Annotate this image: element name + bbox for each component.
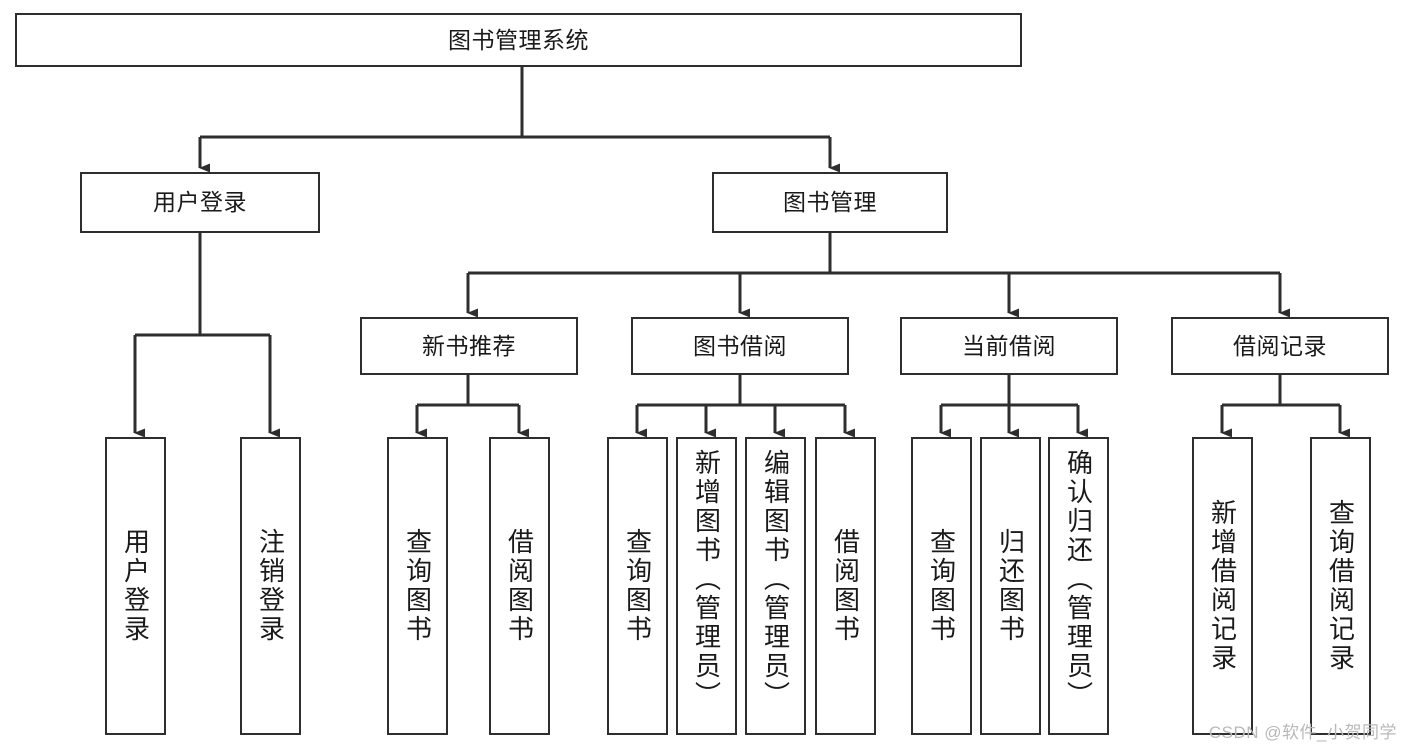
node-borrow-record[interactable]: 借阅记录 (1171, 317, 1389, 375)
leaf-confirm-return-admin[interactable]: 确认归还（管理员） (1048, 437, 1109, 735)
node-book-management[interactable]: 图书管理 (712, 172, 948, 233)
node-label: 图书管理 (783, 189, 877, 216)
leaf-query-book-borrow[interactable]: 查询图书 (607, 437, 668, 735)
leaf-return-book[interactable]: 归还图书 (980, 437, 1041, 735)
watermark-text: CSDN @软件_小贺同学 (1208, 723, 1397, 742)
node-label: 新增借阅记录 (1207, 499, 1238, 673)
leaf-logout[interactable]: 注销登录 (240, 437, 301, 735)
leaf-query-book-current[interactable]: 查询图书 (911, 437, 972, 735)
node-root-system[interactable]: 图书管理系统 (15, 13, 1022, 67)
node-book-borrow[interactable]: 图书借阅 (631, 317, 849, 375)
node-label: 查询图书 (622, 528, 653, 644)
leaf-borrow-book[interactable]: 借阅图书 (815, 437, 876, 735)
node-label: 当前借阅 (962, 332, 1056, 359)
node-label: 借阅记录 (1233, 332, 1327, 359)
node-user-login[interactable]: 用户登录 (80, 172, 320, 233)
node-label: 确认归还（管理员） (1063, 449, 1094, 710)
node-label: 新增图书（管理员） (691, 449, 722, 710)
leaf-add-borrow-record[interactable]: 新增借阅记录 (1192, 437, 1253, 735)
node-label: 图书借阅 (693, 332, 787, 359)
node-new-book-recommend[interactable]: 新书推荐 (360, 317, 578, 375)
node-label: 查询图书 (926, 528, 957, 644)
node-label: 用户登录 (120, 528, 151, 644)
leaf-borrow-book-recommend[interactable]: 借阅图书 (489, 437, 550, 735)
node-current-borrow[interactable]: 当前借阅 (900, 317, 1118, 375)
leaf-edit-book-admin[interactable]: 编辑图书（管理员） (745, 437, 806, 735)
node-label: 新书推荐 (422, 332, 516, 359)
node-label: 编辑图书（管理员） (760, 449, 791, 710)
leaf-query-book-recommend[interactable]: 查询图书 (387, 437, 448, 735)
node-label: 注销登录 (255, 528, 286, 644)
node-label: 归还图书 (995, 528, 1026, 644)
node-label: 图书管理系统 (448, 26, 589, 53)
leaf-query-borrow-record[interactable]: 查询借阅记录 (1310, 437, 1371, 735)
leaf-user-login[interactable]: 用户登录 (105, 437, 166, 735)
node-label: 查询借阅记录 (1325, 499, 1356, 673)
node-label: 借阅图书 (830, 528, 861, 644)
node-label: 查询图书 (402, 528, 433, 644)
node-label: 借阅图书 (504, 528, 535, 644)
node-label: 用户登录 (153, 189, 247, 216)
leaf-add-book-admin[interactable]: 新增图书（管理员） (676, 437, 737, 735)
